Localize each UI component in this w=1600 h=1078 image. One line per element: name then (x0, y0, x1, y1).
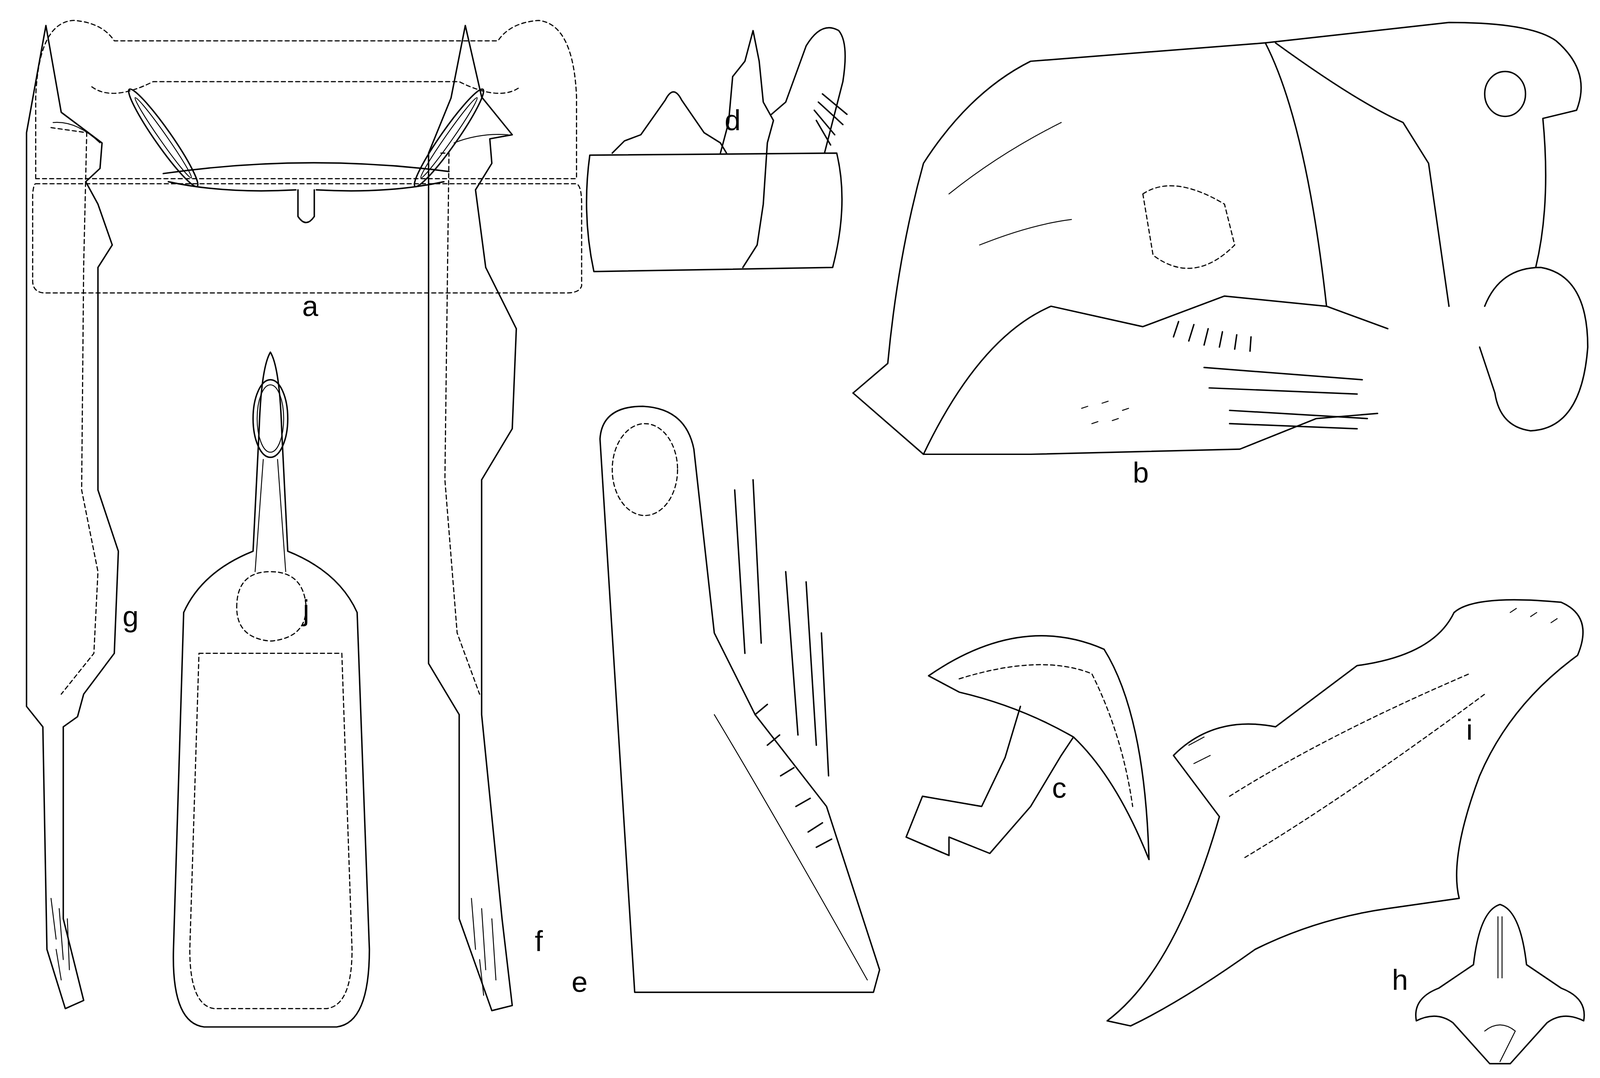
figure-h (1415, 904, 1585, 1064)
surface-line (949, 122, 1072, 245)
ridge (1497, 916, 1502, 978)
figure-letter: f (534, 926, 543, 956)
figure-letter: d (724, 105, 741, 135)
phallic-apparatus (1107, 599, 1584, 1026)
figure-letter: j (302, 595, 310, 625)
knob (297, 189, 315, 223)
phallus (173, 352, 370, 1027)
figure-b (853, 22, 1588, 455)
horn (928, 635, 1149, 860)
figure-letter: a (302, 291, 319, 321)
texture (51, 898, 70, 980)
suture (1275, 42, 1449, 307)
texture (471, 898, 496, 995)
figure-letter: h (1391, 965, 1409, 995)
inner-line (959, 664, 1133, 807)
inner-line (51, 127, 99, 695)
cercus (1484, 71, 1526, 117)
figure-letter: e (571, 967, 588, 997)
short-spines (755, 704, 832, 847)
figure-c (906, 635, 1150, 860)
figure-letter: i (1466, 715, 1473, 744)
hook (906, 706, 1074, 856)
segment (853, 22, 1582, 393)
inner-oval (236, 571, 307, 641)
sclerite (26, 25, 119, 1009)
segment-outline (35, 20, 577, 179)
aperture (257, 384, 284, 452)
appendage (720, 30, 774, 268)
spindle (122, 84, 204, 191)
figure-g (26, 25, 119, 1009)
edge (53, 122, 101, 143)
duct (254, 459, 286, 572)
inner-line (1229, 673, 1485, 858)
aperture (252, 379, 288, 458)
plate (168, 181, 445, 191)
sclerite (428, 25, 517, 1011)
sensory-patch (612, 423, 678, 516)
ridge (1484, 1024, 1516, 1062)
lobe (612, 91, 727, 154)
figure-a (32, 20, 582, 293)
plate (163, 162, 450, 174)
figure-f (428, 25, 517, 1011)
edge (453, 134, 508, 143)
spines (814, 93, 847, 146)
plate-edge (923, 295, 1327, 454)
segment-edge (853, 392, 1378, 455)
figure-letter: b (1132, 458, 1149, 487)
figure-e (600, 406, 880, 992)
figure-j (173, 352, 370, 1027)
suture (1265, 42, 1388, 329)
texture (1188, 608, 1558, 764)
segment (586, 153, 843, 272)
segment-outline (32, 183, 582, 293)
inner-outline (1142, 185, 1235, 269)
short-spines (1173, 321, 1252, 351)
lobe (1479, 267, 1589, 431)
spindle (132, 95, 195, 181)
inner-outline (189, 652, 353, 1009)
inferior-appendage (600, 406, 880, 992)
texture (1081, 401, 1129, 424)
long-setae (1204, 367, 1368, 429)
figure-letter: g (122, 601, 139, 631)
structure (1415, 904, 1585, 1064)
inner-line (440, 153, 480, 695)
figure-letter: c (1052, 773, 1067, 803)
figure-i (1107, 599, 1584, 1026)
segment-line (91, 81, 521, 94)
edge (714, 714, 868, 980)
long-setae (734, 479, 829, 776)
figure-d (586, 27, 847, 272)
